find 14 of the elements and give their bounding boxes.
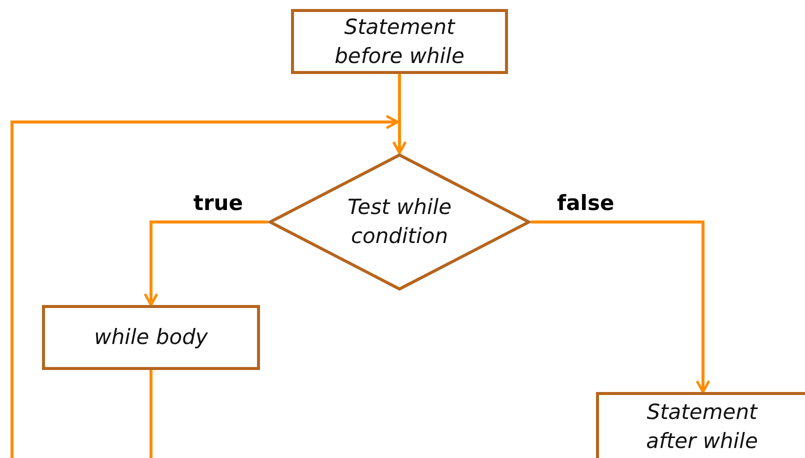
arrow [531,220,710,394]
connector-line [150,370,152,458]
arrow [144,220,268,306]
process-box [291,9,508,74]
edge-label: true [193,191,243,215]
process-box [596,392,805,458]
node-text: Statement before while [334,14,466,70]
arrow [10,114,399,458]
node-text: Test while condition [346,194,453,250]
process-box [42,305,260,370]
node-text: Statement after while [645,399,759,455]
arrow [392,74,407,154]
node-text: while body [94,324,208,351]
edge-label: false [557,191,614,215]
